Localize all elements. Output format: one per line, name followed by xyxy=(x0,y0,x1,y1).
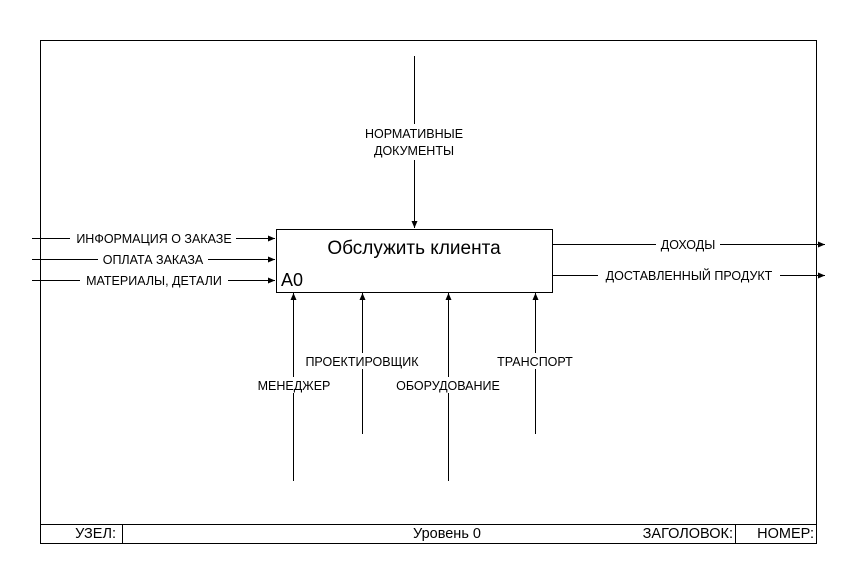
output-arrow-income[interactable]: ДОХОДЫ xyxy=(553,237,825,252)
input-arrow-order-info[interactable]: ИНФОРМАЦИЯ О ЗАКАЗЕ xyxy=(32,231,275,246)
mechanism-arrow-designer[interactable]: ПРОЕКТИРОВЩИК xyxy=(300,293,424,434)
mechanism-label-manager: МЕНЕДЖЕР xyxy=(258,379,331,393)
input-label-order-payment: ОПЛАТА ЗАКАЗА xyxy=(103,253,204,267)
activity-title: Обслужить клиента xyxy=(327,238,501,259)
mechanism-arrow-manager[interactable]: МЕНЕДЖЕР xyxy=(254,293,334,481)
activity-id: A0 xyxy=(281,270,303,290)
footer-bar: УЗЕЛ: Уровень 0 ЗАГОЛОВОК: НОМЕР: xyxy=(40,524,817,544)
mechanism-label-transport: ТРАНСПОРТ xyxy=(497,355,573,369)
footer-title-label: ЗАГОЛОВОК: xyxy=(643,526,733,542)
mechanism-arrow-equipment[interactable]: ОБОРУДОВАНИЕ xyxy=(390,293,506,481)
activity-box[interactable]: Обслужить клиента A0 xyxy=(276,229,553,293)
output-label-income: ДОХОДЫ xyxy=(661,238,716,252)
mechanism-label-equipment: ОБОРУДОВАНИЕ xyxy=(396,379,500,393)
control-label-line1: НОРМАТИВНЫЕ xyxy=(365,127,463,141)
mechanism-label-designer: ПРОЕКТИРОВЩИК xyxy=(305,355,419,369)
footer-level: Уровень 0 xyxy=(413,526,481,542)
input-label-materials: МАТЕРИАЛЫ, ДЕТАЛИ xyxy=(86,274,222,288)
output-arrow-delivered-product[interactable]: ДОСТАВЛЕННЫЙ ПРОДУКТ xyxy=(553,268,825,283)
output-label-delivered-product: ДОСТАВЛЕННЫЙ ПРОДУКТ xyxy=(606,268,773,283)
control-arrow-normative[interactable]: НОРМАТИВНЫЕ ДОКУМЕНТЫ xyxy=(356,56,474,228)
input-arrow-order-payment[interactable]: ОПЛАТА ЗАКАЗА xyxy=(32,252,275,267)
diagram-frame xyxy=(40,40,817,544)
input-arrow-materials[interactable]: МАТЕРИАЛЫ, ДЕТАЛИ xyxy=(32,273,275,288)
footer-number-label: НОМЕР: xyxy=(757,526,814,542)
mechanism-arrow-transport[interactable]: ТРАНСПОРТ xyxy=(492,293,578,434)
control-label-line2: ДОКУМЕНТЫ xyxy=(374,144,454,158)
footer-node-label: УЗЕЛ: xyxy=(75,526,116,542)
input-label-order-info: ИНФОРМАЦИЯ О ЗАКАЗЕ xyxy=(76,232,231,246)
